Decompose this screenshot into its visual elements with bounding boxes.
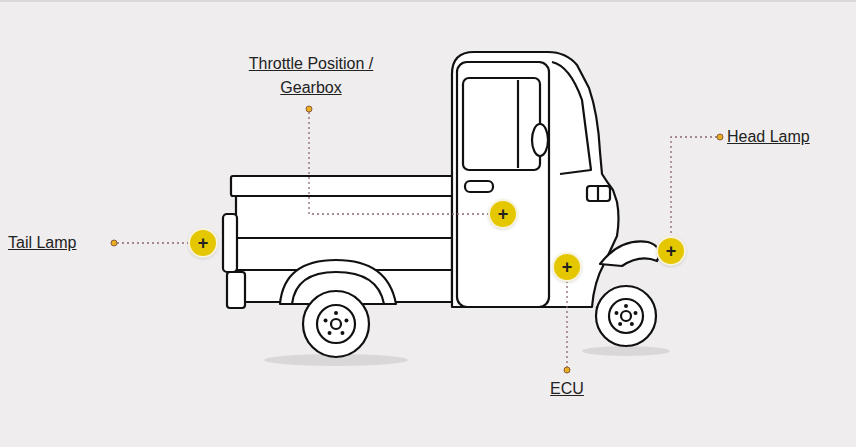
bed-rail [231, 176, 453, 196]
mirror [532, 124, 548, 156]
front-mudguard [600, 241, 659, 266]
leader-line [566, 281, 567, 367]
windshield [552, 62, 591, 174]
tail-lamp [223, 214, 237, 272]
hub-bolt [344, 319, 348, 323]
leader-dot [306, 106, 312, 112]
bed-rib [236, 237, 452, 239]
part-label: ECU [550, 377, 584, 401]
lamp-line [597, 187, 599, 200]
leader-lines [117, 112, 717, 367]
hub-bolt [340, 331, 344, 335]
cab-body [452, 52, 619, 307]
front-wheel [596, 286, 656, 346]
rear-wheel [303, 291, 369, 357]
hub-bolt [624, 304, 628, 308]
marker-symbol: + [198, 234, 209, 252]
part-label: Tail Lamp [8, 231, 76, 255]
leader-line [117, 242, 189, 243]
hub-bolt [328, 331, 332, 335]
head-lamp [587, 186, 610, 201]
part-label: Throttle Position / Gearbox [231, 52, 391, 100]
front-hub [609, 299, 643, 333]
marker-symbol: + [498, 205, 509, 223]
door-window [463, 78, 540, 170]
hub-bolt [614, 311, 618, 315]
hub-bolts [324, 304, 638, 335]
front-hub-cap [621, 311, 631, 321]
hub-bolt [334, 311, 338, 315]
rear-hub [317, 305, 355, 343]
leader-line [309, 112, 490, 214]
shadow [582, 346, 670, 356]
hub-bolt [630, 322, 634, 326]
truck [223, 52, 659, 357]
leader-dot [717, 134, 723, 140]
leader-line [671, 137, 717, 238]
leader-dot [111, 240, 117, 246]
hub-bolt [324, 319, 328, 323]
rear-hub-cap [331, 319, 341, 329]
door-handle [465, 181, 493, 192]
hub-bolt [618, 322, 622, 326]
hotspot-marker: + [658, 238, 684, 264]
leader-dot [564, 367, 570, 373]
door [457, 62, 549, 307]
leader-dots [111, 106, 723, 373]
hotspot-marker: + [490, 201, 516, 227]
rear-bumper [227, 272, 245, 308]
window-frame [517, 80, 519, 168]
hub-bolt [634, 311, 638, 315]
marker-symbol: + [666, 242, 677, 260]
hotspot-marker: + [190, 230, 216, 256]
part-label: Head Lamp [727, 125, 810, 149]
marker-symbol: + [562, 258, 573, 276]
hotspot-marker: + [554, 254, 580, 280]
